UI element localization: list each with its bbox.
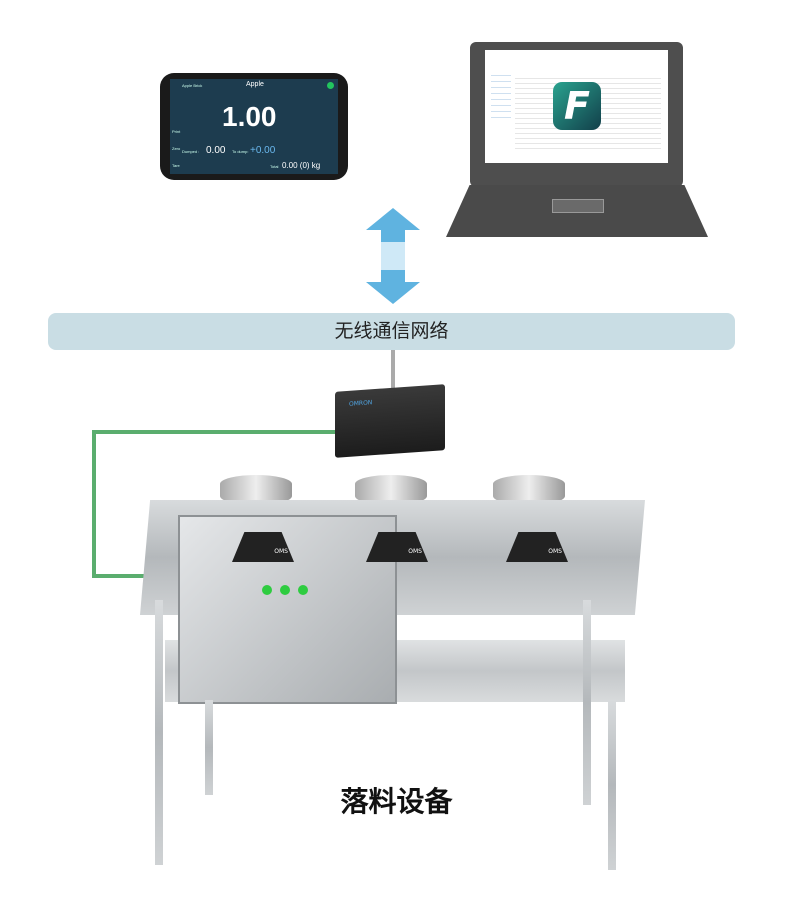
zero-button[interactable]: Zero [172, 146, 181, 151]
cabinet-door[interactable] [178, 515, 397, 704]
bidirectional-arrow-icon [366, 208, 420, 304]
leg-4 [608, 700, 616, 870]
plc-controller: OMRON [335, 384, 445, 458]
tare-button[interactable]: Tare [172, 163, 180, 168]
to-dump-label: To dump: [232, 149, 249, 154]
dumped-value: 0.00 [206, 145, 226, 156]
leg-3 [583, 600, 591, 805]
laptop-screen: F [485, 50, 668, 163]
to-dump-value: +0.00 [250, 145, 276, 156]
laptop-keyboard [446, 185, 708, 237]
network-link-line [391, 350, 395, 390]
oms-label: OMS [408, 548, 422, 555]
wireless-network-band: 无线通信网络 [48, 313, 735, 350]
button-2[interactable] [280, 585, 290, 595]
sensor-label-2: OMS [366, 532, 428, 562]
print-button[interactable]: Print [172, 129, 181, 134]
product-name: Apple [246, 81, 264, 88]
oms-label: OMS [548, 548, 562, 555]
leg-1 [155, 600, 163, 865]
tablet-screen: Apple Brick Apple 1.00 Dumped : 0.00 To … [170, 79, 338, 174]
weight-display: 1.00 [222, 101, 277, 132]
total-value: 0.00 (0) kg [282, 161, 321, 170]
total-label: Total [270, 164, 279, 169]
button-1[interactable] [262, 585, 272, 595]
status-dot [327, 82, 334, 89]
leg-2 [205, 700, 213, 795]
product-label: Apple Brick [182, 83, 203, 88]
button-3[interactable] [298, 585, 308, 595]
dumped-label: Dumped : [182, 149, 200, 154]
device-title: 落料设备 [340, 785, 453, 818]
plc-brand: OMRON [349, 399, 373, 408]
app-logo: F [553, 82, 601, 130]
oms-label: OMS [274, 548, 288, 555]
tablet: Apple Brick Apple 1.00 Dumped : 0.00 To … [160, 73, 348, 180]
laptop: F [470, 42, 683, 187]
